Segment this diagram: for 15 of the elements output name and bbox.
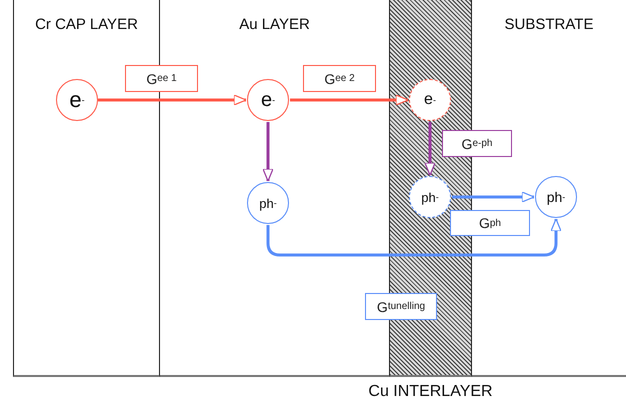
arrow [452, 191, 535, 203]
particle-circle: ph$^{-}$ [409, 176, 451, 218]
arrow [266, 218, 562, 256]
layer-title: Au LAYER [238, 16, 311, 33]
layer-title: SUBSTRATE [504, 16, 594, 33]
arrow [424, 122, 436, 176]
arrow [290, 94, 409, 106]
layer-title: Cr CAP LAYER [34, 16, 139, 33]
arrow [262, 122, 274, 182]
particle-circle: e$^{-}$ [247, 79, 289, 121]
layer-title: Cu INTERLAYER [367, 383, 494, 401]
particle-circle: e$^{-}$ [56, 79, 98, 121]
arrow [98, 94, 247, 106]
particle-circle: ph$^{-}$ [535, 176, 577, 218]
particle-circle: ph$^{-}$ [247, 182, 289, 224]
